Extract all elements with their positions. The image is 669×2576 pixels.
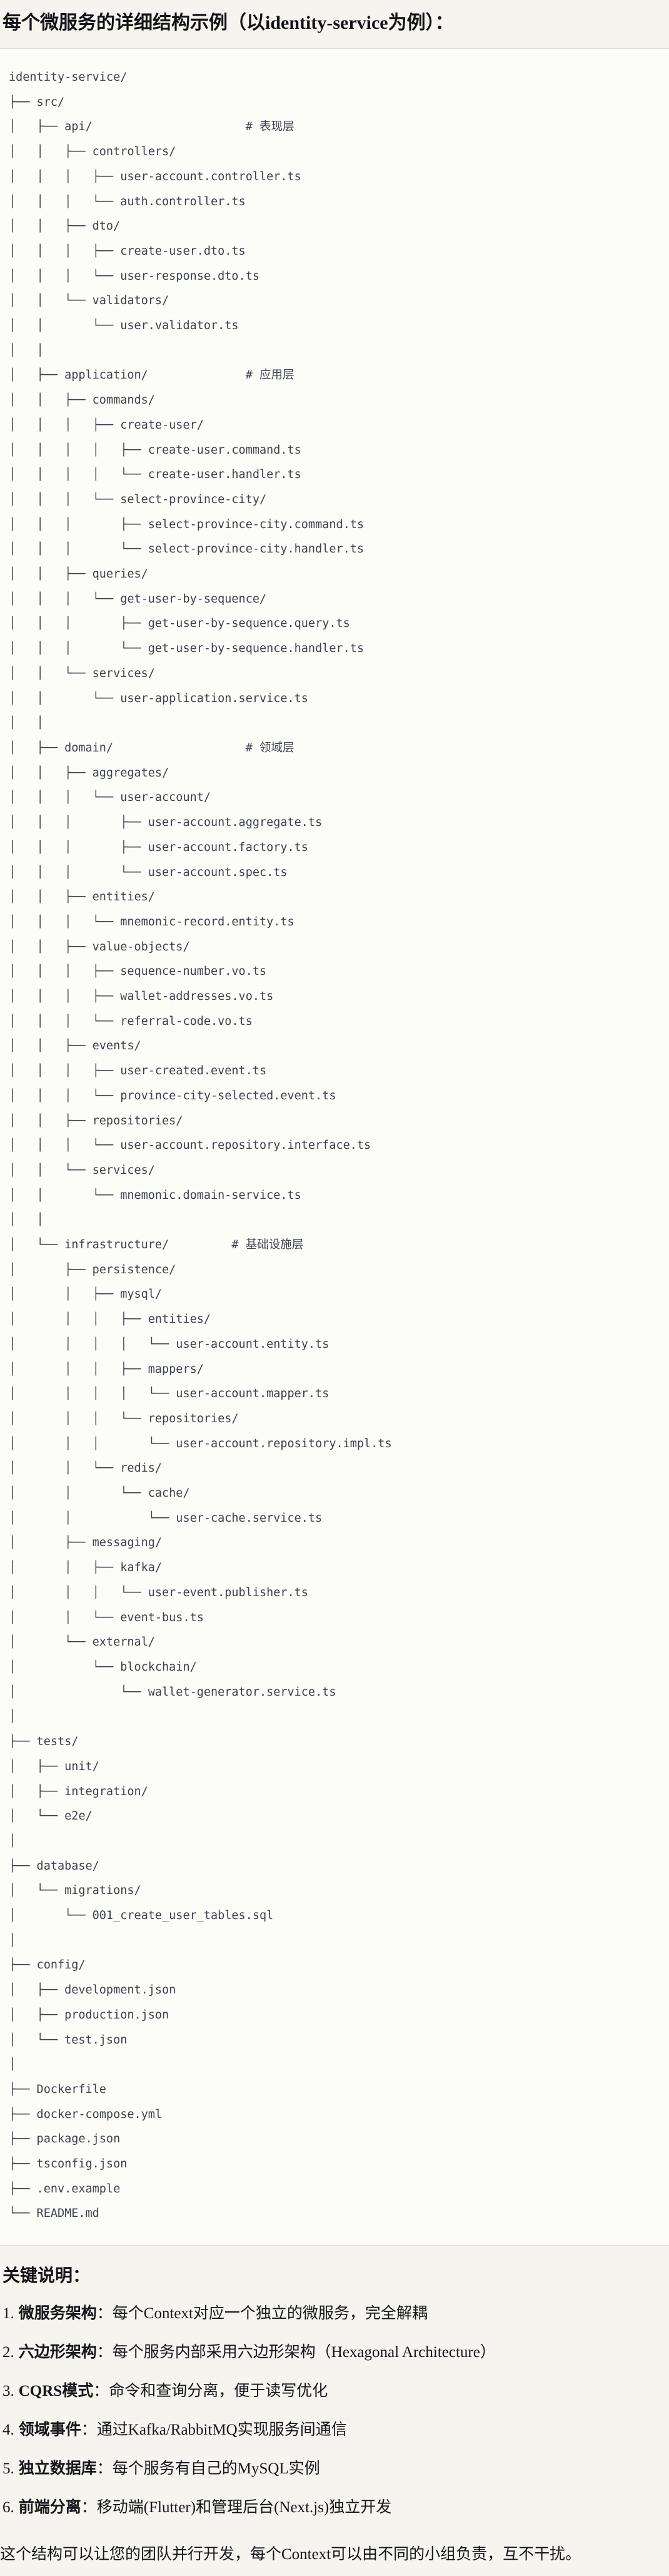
note-number: 2. bbox=[3, 2343, 14, 2361]
key-note-item-5: 5.独立数据库：每个服务有自己的MySQL实例 bbox=[3, 2460, 665, 2478]
note-text: ：移动端(Flutter)和管理后台(Next.js)独立开发 bbox=[81, 2498, 392, 2516]
closing-paragraph: 这个结构可以让您的团队并行开发，每个Context可以由不同的小组负责，互不干扰… bbox=[0, 2545, 581, 2563]
note-number: 1. bbox=[3, 2304, 14, 2322]
note-text: ：通过Kafka/RabbitMQ实现服务间通信 bbox=[81, 2421, 347, 2438]
key-note-item-1: 1.微服务架构：每个Context对应一个独立的微服务，完全解耦 bbox=[3, 2304, 665, 2323]
note-label: 独立数据库 bbox=[18, 2460, 97, 2477]
note-label: 微服务架构 bbox=[18, 2304, 97, 2322]
note-number: 6. bbox=[3, 2498, 14, 2516]
key-note-item-6: 6.前端分离：移动端(Flutter)和管理后台(Next.js)独立开发 bbox=[3, 2498, 665, 2517]
note-label: 六边形架构 bbox=[18, 2343, 97, 2361]
note-number: 5. bbox=[3, 2460, 14, 2477]
note-text: ：每个服务内部采用六边形架构（Hexagonal Architecture） bbox=[96, 2343, 496, 2361]
note-text: ：每个Context对应一个独立的微服务，完全解耦 bbox=[96, 2304, 428, 2322]
directory-tree-code-block: identity-service/ ├── src/ │ ├── api/ # … bbox=[0, 48, 669, 2246]
key-note-item-4: 4.领域事件：通过Kafka/RabbitMQ实现服务间通信 bbox=[3, 2421, 665, 2440]
page-title: 每个微服务的详细结构示例（以identity-service为例）： bbox=[3, 13, 454, 33]
note-text: ：命令和查询分离，便于读写优化 bbox=[93, 2382, 328, 2400]
note-number: 4. bbox=[3, 2421, 14, 2438]
key-notes-list: 1.微服务架构：每个Context对应一个独立的微服务，完全解耦 2.六边形架构… bbox=[3, 2304, 665, 2517]
key-note-item-3: 3.CQRS模式：命令和查询分离，便于读写优化 bbox=[3, 2382, 665, 2401]
note-label: CQRS模式 bbox=[18, 2382, 94, 2400]
key-notes-section: 关键说明： 1.微服务架构：每个Context对应一个独立的微服务，完全解耦 2… bbox=[0, 2264, 669, 2564]
key-notes-heading: 关键说明： bbox=[3, 2266, 91, 2286]
note-label: 领域事件 bbox=[18, 2421, 81, 2438]
directory-tree: identity-service/ ├── src/ │ ├── api/ # … bbox=[9, 71, 392, 2221]
note-label: 前端分离 bbox=[18, 2498, 81, 2516]
note-text: ：每个服务有自己的MySQL实例 bbox=[96, 2460, 320, 2477]
key-note-item-2: 2.六边形架构：每个服务内部采用六边形架构（Hexagonal Architec… bbox=[3, 2343, 665, 2362]
note-number: 3. bbox=[3, 2382, 14, 2400]
